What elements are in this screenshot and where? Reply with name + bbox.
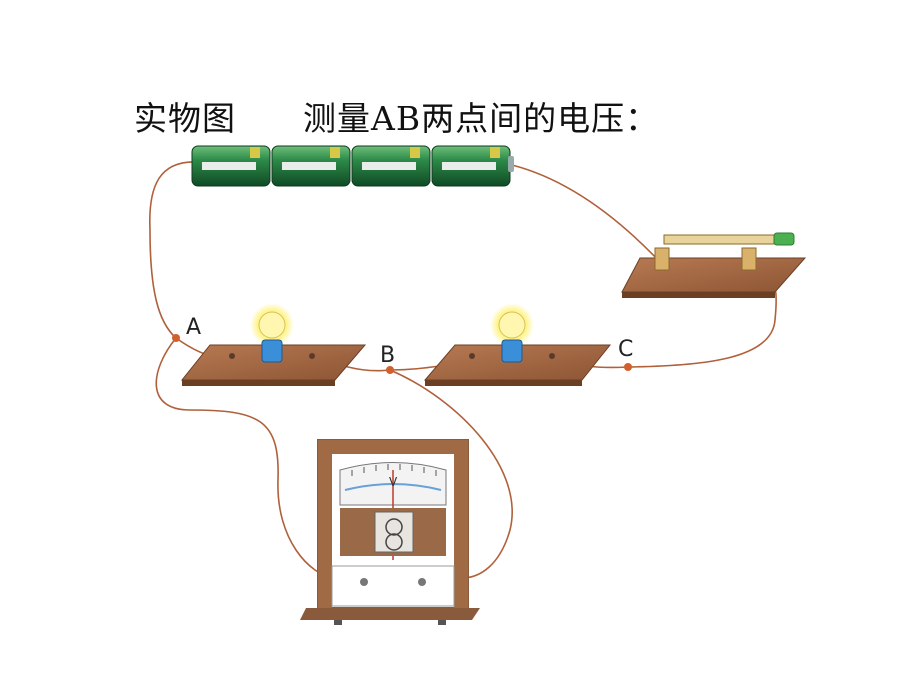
task-title: 测量AB两点间的电压： [303, 99, 660, 138]
battery-cell [431, 145, 511, 187]
voltmeter: V [300, 439, 480, 625]
voltmeter-unit-label: V [389, 475, 398, 489]
battery-cell [351, 145, 431, 187]
wire-switch-to-battery [511, 164, 661, 263]
wire-c-to-switch [627, 287, 777, 368]
point-a-label: A [186, 315, 201, 340]
battery-cell [191, 145, 271, 187]
junction-c-dot [624, 363, 632, 371]
junction-b-dot [386, 366, 394, 374]
battery-pack [191, 145, 514, 187]
wire-battery-to-a [149, 161, 199, 339]
diagram-title: 实物图 [134, 99, 236, 138]
junction-a-dot [172, 334, 180, 342]
point-b-label: B [380, 343, 395, 368]
point-c-label: C [618, 337, 633, 362]
bulb-board-2 [423, 303, 612, 386]
wire-b-to-voltmeter [389, 369, 513, 579]
bulb-board-1 [180, 303, 367, 386]
wire-a-to-voltmeter [155, 337, 335, 579]
knife-switch [621, 232, 807, 298]
battery-cell [271, 145, 351, 187]
wire-b-to-bulb2 [389, 365, 441, 371]
